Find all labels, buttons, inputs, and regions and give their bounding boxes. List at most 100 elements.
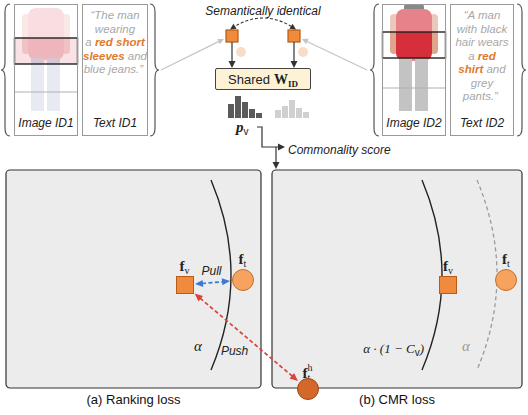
label-piece: v — [244, 126, 249, 137]
image-ground — [14, 4, 78, 112]
arrow-head — [289, 24, 296, 30]
vector-label-piece: f — [502, 251, 507, 267]
figure-label: pv — [236, 118, 249, 137]
text-box: “A man with black hair wears ared shirta… — [450, 4, 514, 136]
arrow-head — [195, 294, 203, 302]
arrow-head — [273, 162, 280, 169]
arrow-head — [290, 373, 298, 381]
vector-label: ft — [239, 249, 247, 269]
vector-label-piece: h — [307, 362, 312, 373]
prob-bar — [256, 113, 262, 118]
feature-square — [439, 276, 457, 294]
down-arrow — [231, 42, 232, 62]
arrow-head — [278, 144, 285, 151]
text-label: Text ID1 — [93, 116, 137, 131]
figure-label: α — [194, 337, 202, 355]
arrow-line — [200, 298, 293, 376]
feature-point: fth — [446, 358, 528, 400]
arrow-head — [217, 39, 224, 44]
panel-ground — [272, 170, 522, 388]
loss-panel: (a) Ranking lossfvftfth — [6, 170, 261, 406]
label-piece: Commonality score — [288, 143, 391, 157]
stripe-line — [14, 92, 78, 93]
brace — [1, 4, 10, 136]
classifier-piece: ID — [288, 79, 298, 89]
vector-label: fv — [180, 256, 190, 276]
image-ground — [382, 4, 446, 112]
prob-bar — [249, 109, 255, 118]
label-piece: α · (1 − C — [363, 341, 414, 356]
edge-label: Push — [221, 344, 248, 358]
score-arrow — [257, 127, 279, 147]
panel-ground — [6, 170, 261, 388]
prob-bar — [242, 102, 248, 118]
vector-label: ft — [502, 249, 510, 269]
classifier-piece: W — [274, 72, 288, 87]
margin-arc — [422, 180, 442, 370]
feature-square — [176, 276, 194, 294]
prob-bar — [282, 106, 288, 118]
text-label: Text ID2 — [460, 116, 504, 131]
feature-circle — [232, 269, 254, 291]
vector-label-piece: f — [443, 258, 448, 274]
prob-bar — [235, 96, 241, 118]
faint-circle — [298, 47, 308, 57]
highlight-band — [15, 38, 78, 64]
feature-point: fv — [57, 256, 312, 294]
label-piece: Semantically identical — [205, 4, 320, 18]
margin-arc-dashed — [477, 180, 497, 370]
feature-circle — [495, 269, 517, 291]
image-box: Image ID1 — [14, 4, 78, 136]
vector-label-piece: f — [239, 251, 244, 267]
loss-panel: (b) CMR lossfvftfth — [272, 170, 522, 406]
feature-square — [226, 30, 238, 42]
vector-label: fv — [443, 256, 453, 276]
arrow-head — [230, 24, 237, 30]
arrow-line — [202, 282, 223, 284]
prob-bar — [303, 112, 309, 118]
label-piece: α — [462, 338, 470, 354]
quote-text: “The man wearing ared short sleevesand b… — [83, 9, 147, 77]
vector-label-piece: t — [244, 258, 247, 269]
classifier-piece: Shared — [228, 72, 270, 87]
panel-caption: (b) CMR loss — [272, 392, 522, 408]
label-piece: v — [415, 347, 420, 358]
prob-bar — [275, 110, 281, 118]
stripe-line — [382, 88, 446, 89]
loss-arrow — [195, 294, 298, 381]
feature-point: ft — [381, 249, 528, 291]
figure-label: Semantically identical — [205, 1, 320, 19]
feed-arrow — [307, 42, 367, 71]
text-box: “The man wearing ared short sleevesand b… — [82, 4, 148, 136]
figure-label: α — [462, 337, 470, 355]
quote-text: “A man with black hair wears ared shirta… — [454, 9, 510, 104]
highlight-band — [383, 32, 446, 58]
figure-label: Commonality score — [288, 140, 391, 158]
image-label: Image ID2 — [386, 116, 441, 131]
vector-label-piece: v — [448, 265, 453, 276]
prob-bar — [228, 104, 234, 118]
feature-circle — [297, 378, 319, 400]
prob-bar — [296, 108, 302, 118]
identity-link — [232, 18, 294, 28]
arrow-head — [195, 280, 203, 287]
feature-square — [288, 30, 300, 42]
edge-label: Pull — [201, 264, 221, 278]
brace — [370, 4, 379, 136]
label-piece: ) — [420, 341, 424, 356]
image-fade — [14, 4, 78, 38]
down-arrow — [293, 42, 294, 62]
image-label: Image ID1 — [18, 116, 73, 131]
arrow-head — [222, 278, 230, 285]
image-fade — [14, 64, 78, 112]
image-fade — [382, 4, 446, 32]
figure-label: α · (1 − Cv) — [363, 339, 424, 358]
image-fade — [382, 58, 446, 112]
brace — [150, 4, 159, 136]
score-arrow — [275, 147, 276, 163]
brace — [517, 4, 526, 136]
feature-point: ft — [115, 249, 370, 291]
